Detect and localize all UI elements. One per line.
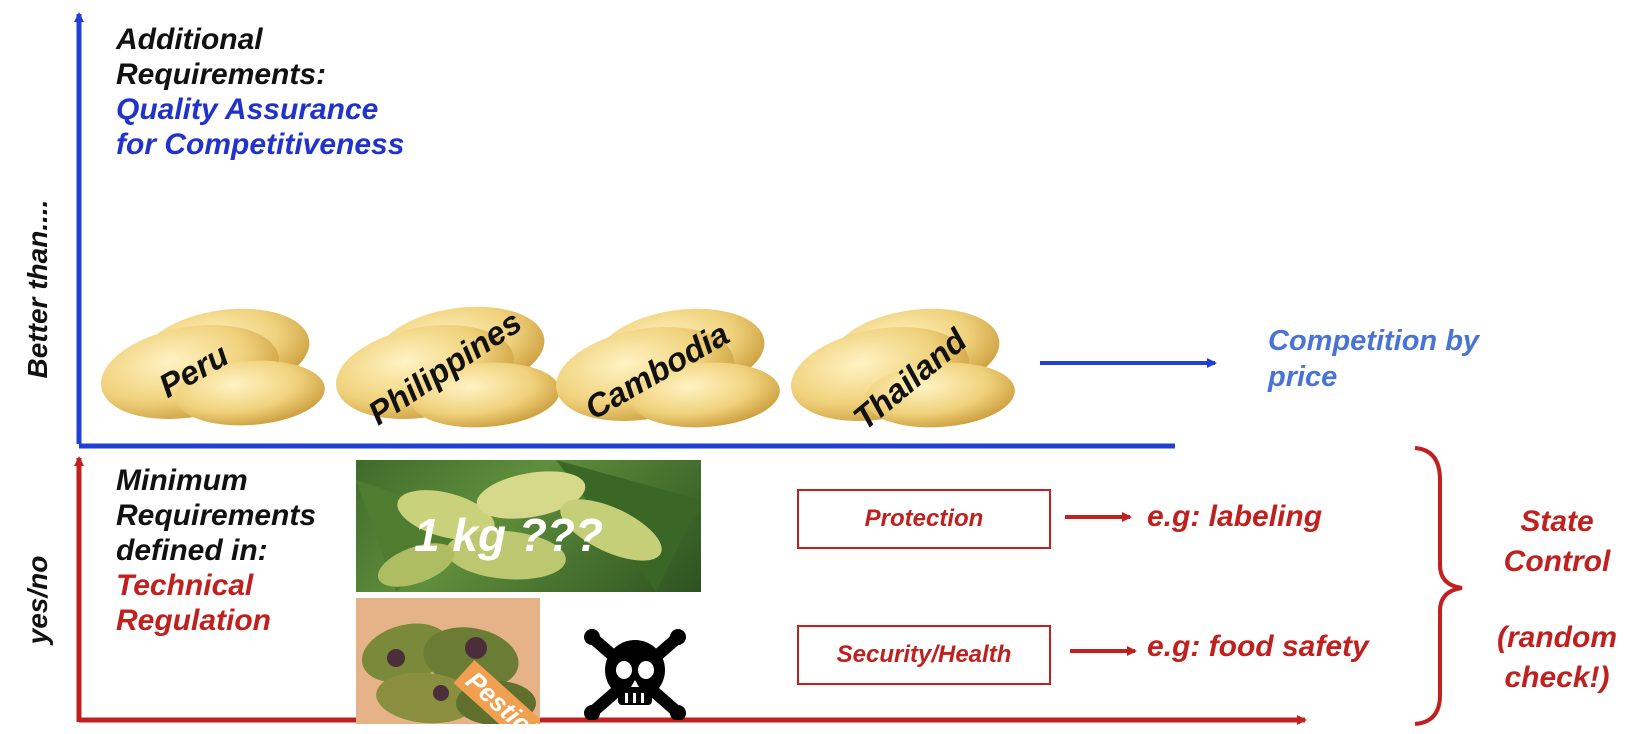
minimum-line-5: Regulation [116, 604, 271, 637]
photo-mangoes-weight: 1 kg ??? [356, 460, 701, 592]
state-control-text: State Control (random check!) [1482, 502, 1632, 698]
state-line-1: State [1520, 505, 1594, 538]
minimum-line-2: Requirements [116, 499, 317, 532]
security-health-box: Security/Health [797, 625, 1051, 685]
additional-line-1: Additional [116, 23, 263, 56]
photo-pesticide-mangoes: Pesticide [356, 598, 540, 724]
competition-text: Competition by price [1268, 323, 1479, 395]
y-label-yes-no: yes/no [22, 555, 53, 645]
minimum-line-3: defined in: [116, 534, 268, 567]
mango-group-cambodia [556, 308, 780, 428]
minimum-requirements-text: Minimum Requirements defined in: Technic… [116, 463, 356, 638]
example-food-safety: e.g: food safety [1147, 630, 1369, 663]
state-spacer [1482, 582, 1632, 618]
mango-group-thailand [791, 308, 1015, 428]
photo-mangoes-weight-art [356, 460, 701, 592]
minimum-line-1: Minimum [116, 464, 248, 497]
mango-group-philippines [336, 306, 560, 428]
additional-line-3: Quality Assurance [116, 93, 379, 126]
state-line-3: (random [1497, 621, 1617, 654]
state-line-2: Control [1503, 545, 1611, 578]
mango-group-peru [101, 308, 325, 426]
state-line-4: check!) [1504, 661, 1610, 694]
additional-line-2: Requirements: [116, 58, 327, 91]
competition-line-1: Competition by [1268, 325, 1480, 357]
competition-line-2: price [1268, 361, 1338, 393]
example-labeling: e.g: labeling [1147, 500, 1323, 533]
minimum-line-4: Technical [116, 569, 254, 602]
skull-crossbones-icon [580, 625, 690, 721]
protection-box: Protection [797, 489, 1051, 549]
additional-requirements-text: Additional Requirements: Quality Assuran… [116, 22, 536, 162]
y-label-better-than: Better than.... [22, 199, 53, 379]
state-control-brace [1414, 446, 1463, 726]
additional-line-4: for Competitiveness [116, 128, 405, 161]
photo-kg-label: 1 kg ??? [414, 509, 604, 561]
